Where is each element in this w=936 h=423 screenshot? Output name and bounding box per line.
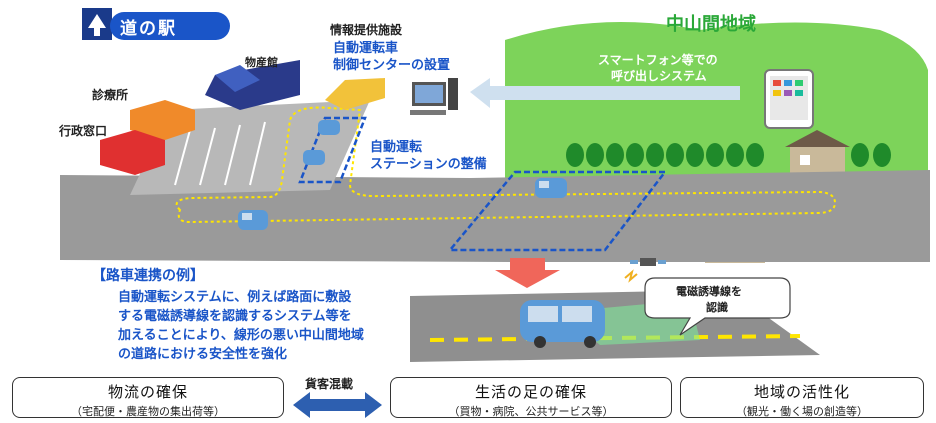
house-icon [785,130,850,173]
outcome-title: 地域の活性化 [753,383,850,401]
down-arrow [495,258,560,288]
call-arrow [470,78,740,108]
outcome-detail: （買物・病院、公共サービス等） [448,405,614,418]
computer-icon [410,78,458,115]
guide-wire [175,106,837,224]
outcome-box-regional-vitality: 地域の活性化 （観光・働く場の創造等） [680,377,924,418]
example-line: の道路における安全性を強化 [118,347,288,362]
station-zone [447,170,668,252]
example-line: 自動運転システムに、例えば路面に敷設 [118,290,352,305]
outcome-box-logistics: 物流の確保 （宅配便・農産物の集出荷等） [12,377,284,418]
info-facility-building [325,78,385,110]
admin-window-label: 行政窓口 [59,124,108,138]
station-label-2: ステーションの整備 [370,157,487,172]
product-hall-building [205,60,300,110]
bus-icon [520,300,605,348]
satellite-icon [630,258,666,266]
mixed-cargo-label: 貨客混載 [305,377,354,391]
example-line: 加えることにより、線形の悪い中山間地域 [118,328,364,343]
info-facility-label: 情報提供施設 [330,23,403,37]
smartphone-label-2: 呼び出しシステム [611,69,707,83]
station-logo [82,8,230,40]
smartphone-label-1: スマートフォン等での [598,53,718,67]
bus-icon [318,120,340,135]
sensor-label-2: 認識 [706,301,728,314]
sensor-label-1: 電磁誘導線を [676,285,742,298]
bus-icon [303,150,325,165]
outcome-detail: （観光・働く場の創造等） [736,405,868,418]
control-center-label-2: 制御センターの設置 [333,58,451,73]
bus-icon [238,210,268,230]
outcome-detail: （宅配便・農産物の集出荷等） [71,405,225,418]
outcome-title: 生活の足の確保 [474,383,587,401]
station-label-1: 自動運転 [370,140,423,155]
control-center-label-1: 自動運転車 [333,41,399,56]
clinic-label: 診療所 [92,88,129,102]
outcome-box-daily-transport: 生活の足の確保 （買物・病院、公共サービス等） [390,377,672,418]
admin-building [100,130,165,175]
example-heading: 【路車連携の例】 [92,268,204,284]
station-name: 道の駅 [120,19,177,39]
clinic-building [130,100,195,140]
product-hall-label: 物産館 [245,56,278,69]
signal-icon [624,269,638,283]
bus-icon [535,178,567,198]
example-line: する電磁誘導線を認識するシステム等を [118,309,352,324]
callout-bubble [644,277,791,336]
two-way-arrow [293,392,382,418]
tablet-icon [764,69,814,129]
outcome-title: 物流の確保 [107,383,188,401]
region-title: 中山間地域 [666,14,756,35]
